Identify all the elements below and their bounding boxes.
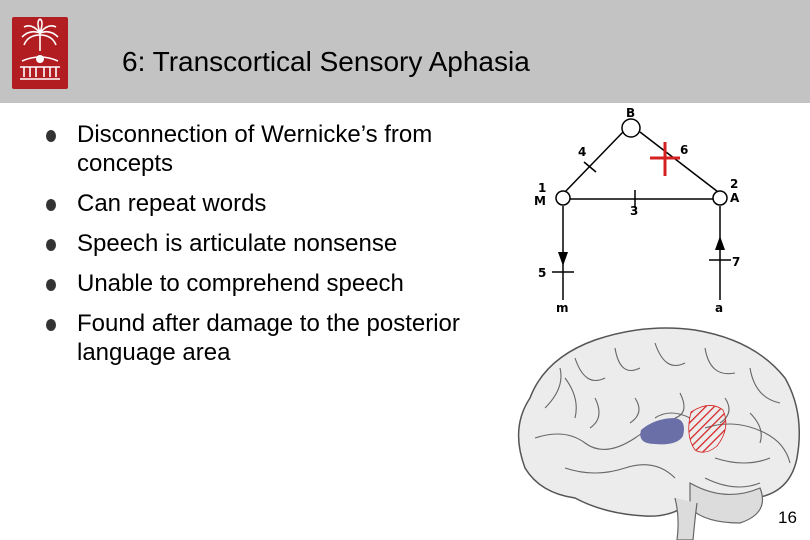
bullet-text: Unable to comprehend speech — [77, 270, 404, 297]
label-a: A — [730, 191, 740, 205]
bullet-text: Speech is articulate nonsense — [77, 230, 398, 257]
bullet-dot-icon — [46, 279, 56, 291]
node-a-circle — [712, 190, 728, 206]
broca-area — [640, 418, 684, 445]
bullet-item: Found after damage to the posterior lang… — [46, 309, 476, 367]
bullet-item: Unable to comprehend speech — [46, 269, 476, 298]
bullet-dot-icon — [46, 239, 56, 251]
bullet-list: Disconnection of Wernicke’s from concept… — [46, 120, 476, 378]
bullet-item: Can repeat words — [46, 189, 476, 218]
label-5: 5 — [538, 266, 546, 280]
university-logo — [12, 17, 68, 89]
slide-title: 6: Transcortical Sensory Aphasia — [122, 46, 530, 77]
bullet-text: Can repeat words — [77, 190, 267, 217]
bullet-dot-icon — [46, 130, 56, 142]
bullet-text: Disconnection of Wernicke’s from concept… — [77, 121, 433, 177]
label-1: 1 — [538, 181, 546, 195]
label-b: B — [626, 106, 635, 120]
brain-stem — [674, 497, 698, 540]
arrow-up-icon — [715, 236, 725, 250]
label-m: M — [534, 194, 546, 208]
lesion-cross-icon — [650, 142, 680, 176]
bullet-text: Found after damage to the posterior lang… — [77, 310, 460, 366]
label-2: 2 — [730, 177, 738, 191]
path-m-to-b — [561, 131, 624, 196]
node-m-circle — [555, 190, 571, 206]
bullet-item: Speech is articulate nonsense — [46, 229, 476, 258]
cerebellum — [689, 481, 764, 524]
wernicke-area — [688, 405, 727, 453]
label-4: 4 — [578, 145, 586, 159]
wernicke-lichtheim-diagram: B 1 M 2 A 3 4 5 6 7 m a — [534, 106, 740, 315]
bullet-dot-icon — [46, 199, 56, 211]
path-b-to-a — [639, 131, 723, 196]
label-a-input: a — [715, 301, 723, 315]
slide-header: 6: Transcortical Sensory Aphasia — [0, 0, 810, 103]
label-3: 3 — [630, 204, 638, 218]
arrow-down-icon — [558, 252, 568, 266]
label-m-output: m — [556, 301, 569, 315]
page-number: 16 — [778, 508, 797, 527]
label-6: 6 — [680, 143, 688, 157]
label-7: 7 — [732, 255, 740, 269]
bullet-dot-icon — [46, 319, 56, 331]
node-b-circle — [621, 118, 641, 138]
brain-illustration — [517, 327, 801, 540]
bullet-item: Disconnection of Wernicke’s from concept… — [46, 120, 476, 178]
tick-4 — [583, 161, 597, 173]
